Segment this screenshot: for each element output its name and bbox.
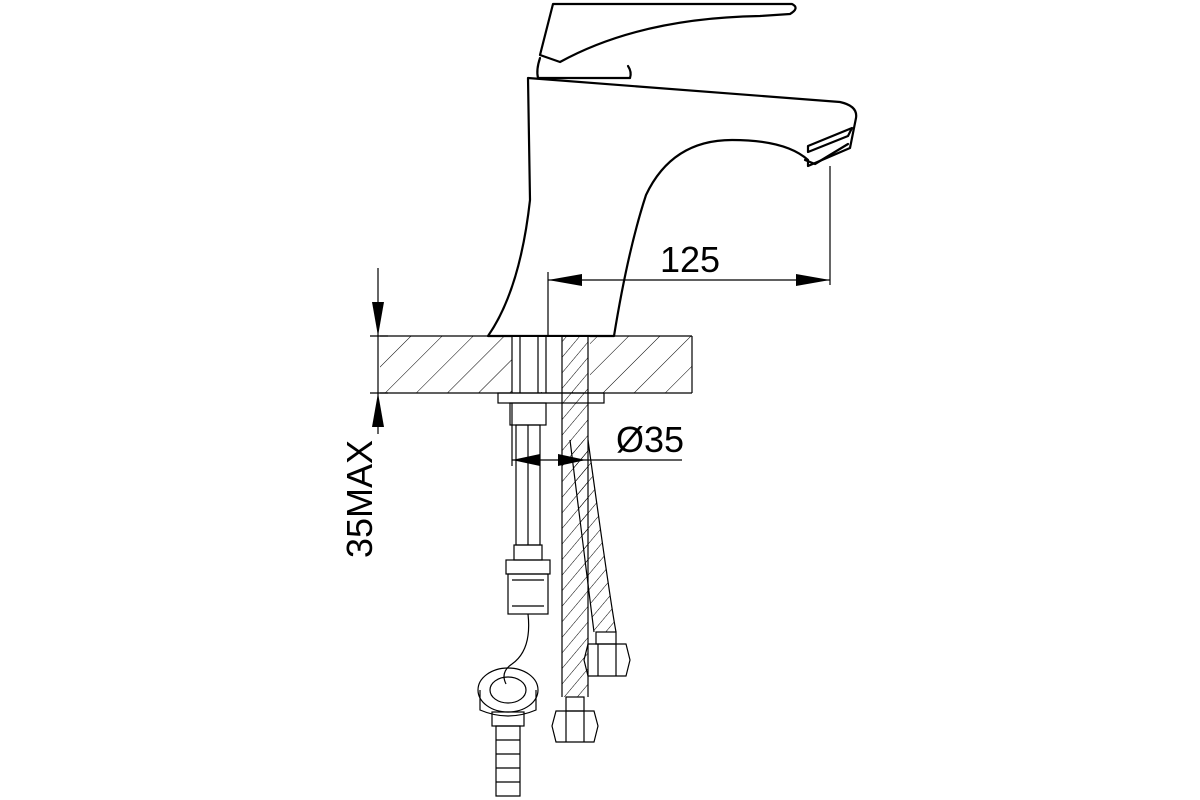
leader-line <box>503 613 530 685</box>
hole-diameter-label: Ø35 <box>616 419 684 460</box>
countertop-section <box>380 335 693 394</box>
dimension-countertop-thickness: 35MAX <box>339 268 388 558</box>
mounting-stud <box>497 336 605 546</box>
braided-hose-long <box>551 337 599 743</box>
dimension-hole-diameter: Ø35 <box>511 403 684 466</box>
dimension-spout-reach: 125 <box>547 166 831 336</box>
mounting-nut <box>505 544 551 615</box>
hose-fitting <box>477 667 539 797</box>
aerator <box>806 126 854 154</box>
faucet-body <box>486 76 858 338</box>
lever-handle <box>536 2 797 80</box>
braided-hose-curved <box>569 439 631 677</box>
spout-reach-label: 125 <box>660 239 720 280</box>
countertop-thickness-label: 35MAX <box>339 440 380 558</box>
